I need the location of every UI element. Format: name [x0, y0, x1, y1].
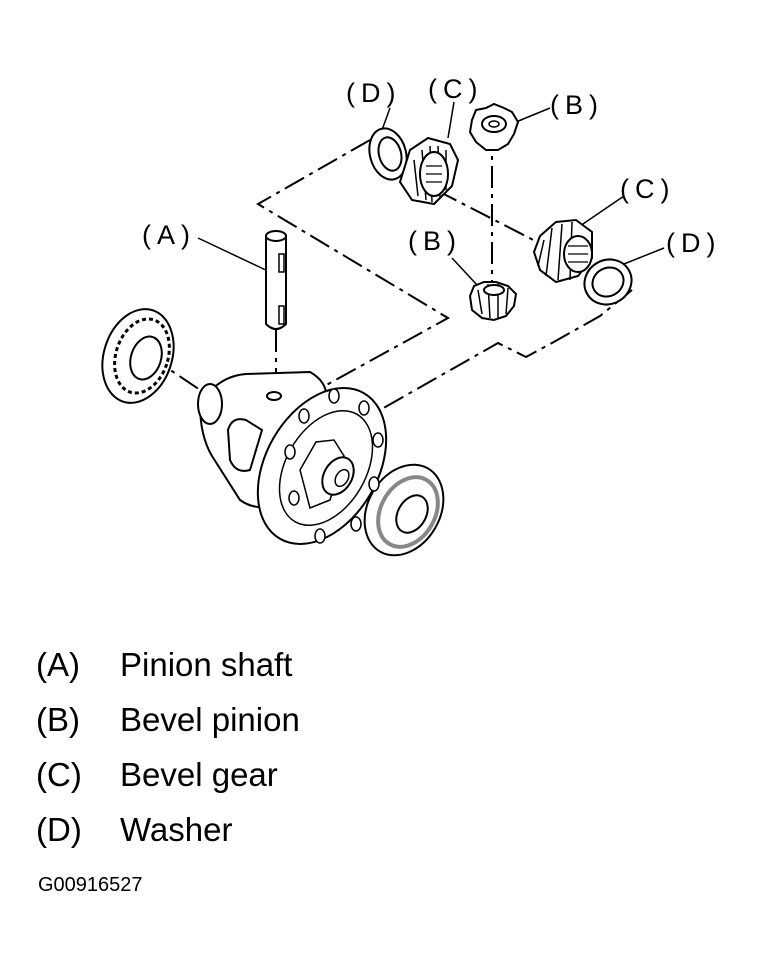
- legend-item-a: (A) Pinion shaft: [36, 645, 292, 685]
- bevel-pinion-mid: [468, 281, 518, 322]
- figure-code: G00916527: [38, 874, 143, 896]
- callout-c-right: (C): [620, 174, 675, 204]
- legend-key: (D): [36, 811, 82, 848]
- washer-left: [368, 127, 408, 181]
- legend-key: (B): [36, 701, 80, 738]
- washer-right: [583, 258, 633, 306]
- callout-d-top: (D): [346, 78, 401, 108]
- right-bearing: [363, 463, 445, 557]
- callout-labels: (A) (D) (C) (B) (C) (B) (D): [142, 74, 721, 258]
- callout-b-mid: (B): [408, 226, 462, 256]
- legend-label: Bevel gear: [120, 756, 278, 793]
- legend-item-d: (D) Washer: [36, 810, 232, 850]
- case-bolt-holes: [284, 388, 384, 544]
- leader-lines: [197, 101, 665, 287]
- callout-a: (A): [142, 220, 196, 250]
- bevel-gear-right: [532, 218, 593, 284]
- callout-b-top: (B): [550, 90, 604, 120]
- legend-label: Washer: [120, 811, 233, 848]
- legend-item-c: (C) Bevel gear: [36, 755, 278, 795]
- bevel-pinion-top: [468, 102, 520, 151]
- callout-d-right: (D): [666, 228, 721, 258]
- callout-c-top: (C): [428, 74, 483, 104]
- legend-label: Bevel pinion: [120, 701, 300, 738]
- legend-key: (A): [36, 646, 80, 683]
- bevel-gear-left: [398, 136, 460, 206]
- differential-exploded-view: (A) (D) (C) (B) (C) (B) (D): [101, 74, 721, 557]
- legend-key: (C): [36, 756, 82, 793]
- differential-case: [197, 370, 388, 545]
- legend-item-b: (B) Bevel pinion: [36, 700, 300, 740]
- pinion-shaft: [265, 230, 287, 330]
- legend-label: Pinion shaft: [120, 646, 293, 683]
- left-bearing: [101, 308, 175, 404]
